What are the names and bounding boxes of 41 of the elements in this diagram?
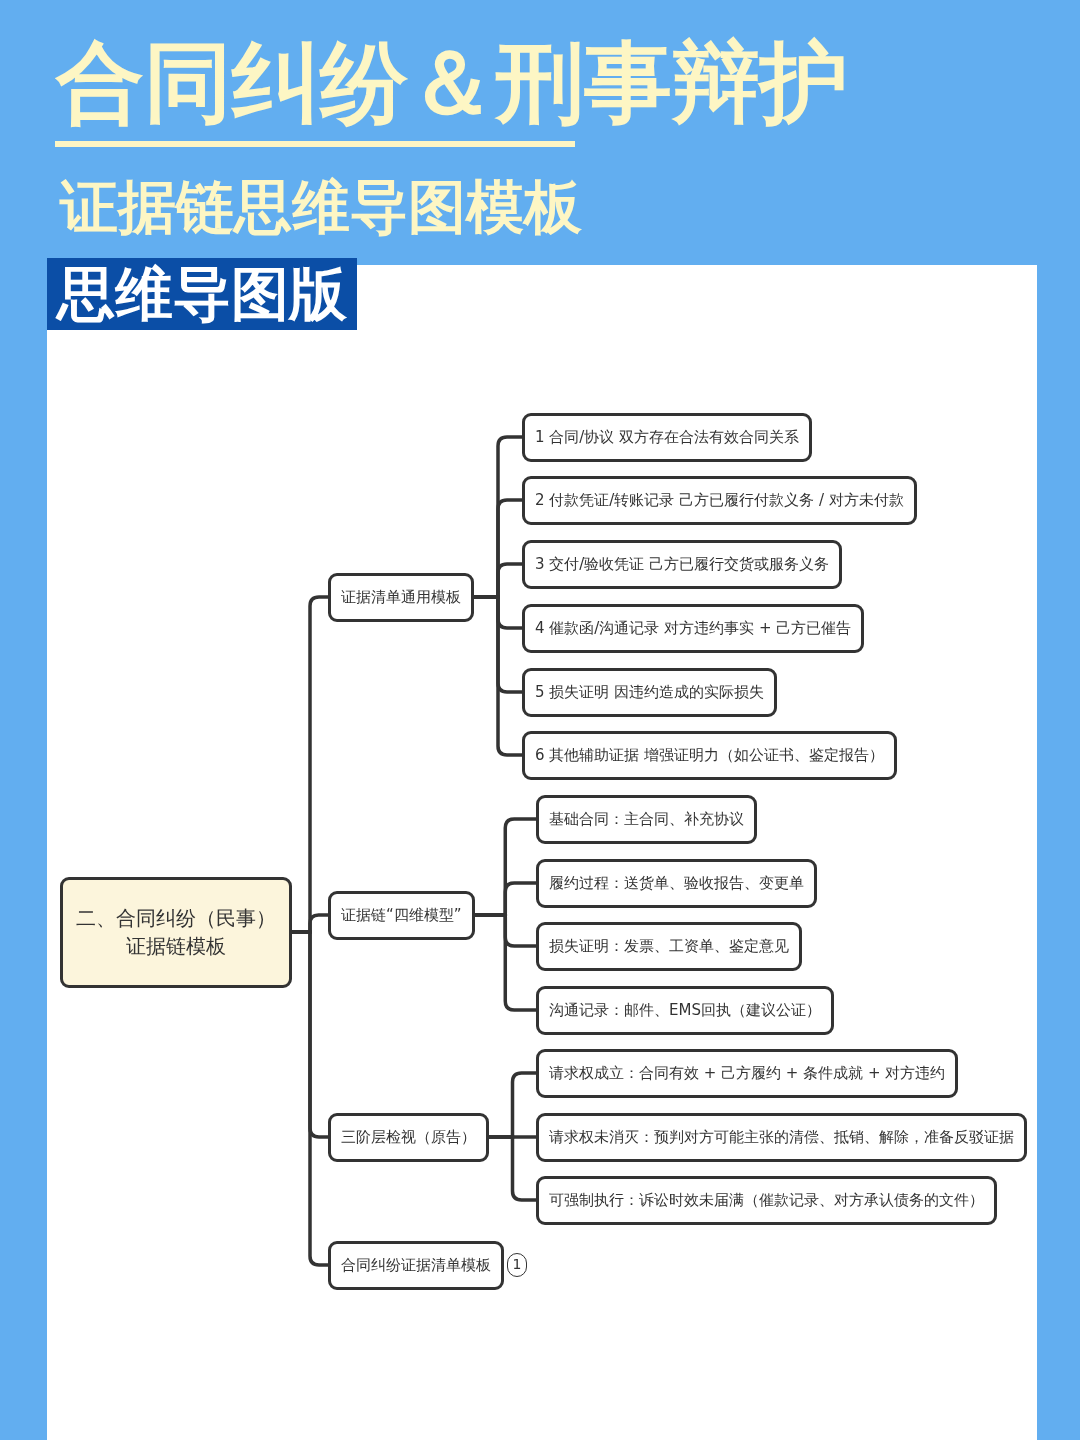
leaf-topic-box [522, 667, 778, 717]
leaf-topic-box [536, 921, 802, 971]
branch-topic-box [328, 1240, 504, 1290]
topic-text: 证据清单通用模板 [341, 586, 461, 608]
leaf-topic-box [536, 794, 757, 844]
subtitle: 证据链思维导图模板 [60, 172, 582, 243]
topic-text: 6 其他辅助证据 增强证明力（如公证书、鉴定报告） [535, 744, 885, 766]
topic-text: 3 交付/验收凭证 己方已履行交货或服务义务 [535, 553, 830, 575]
topic-text: 2 付款凭证/转账记录 己方已履行付款义务 / 对方未付款 [535, 489, 904, 511]
leaf-topic-box [522, 730, 898, 780]
leaf-topic-box [536, 985, 834, 1035]
topic-text: 三阶层检视（原告） [341, 1126, 476, 1148]
topic-text: 损失证明：发票、工资单、鉴定意见 [549, 935, 789, 957]
branch-topic-box [328, 572, 474, 622]
topic-text: 基础合同：主合同、补充协议 [549, 808, 744, 830]
topic-text: 1 合同/协议 双方存在合法有效合同关系 [535, 426, 800, 448]
leaf-topic-box [522, 539, 843, 589]
topic-text: 二、合同纠纷（民事）证据链模板 [75, 905, 277, 960]
topic-text: 沟通记录：邮件、EMS回执（建议公证） [549, 999, 821, 1021]
leaf-topic-box [522, 412, 813, 462]
root-topic-box [60, 876, 292, 988]
leaf-topic-box [536, 1175, 997, 1225]
topic-text: 履约过程：送货单、验收报告、变更单 [549, 872, 804, 894]
leaf-topic-box [522, 475, 917, 525]
topic-text: 请求权成立：合同有效 + 己方履约 + 条件成就 + 对方违约 [549, 1062, 946, 1084]
version-tag: 思维导图版 [47, 258, 357, 330]
leaf-topic-box [536, 1112, 1027, 1162]
branch-topic-box [328, 890, 475, 940]
leaf-topic-box [536, 858, 817, 908]
topic-text: 4 催款函/沟通记录 对方违约事实 + 己方已催告 [535, 617, 852, 639]
topic-text: 证据链“四维模型” [341, 904, 462, 926]
page-title: 合同纠纷＆刑事辩护 [56, 30, 848, 136]
topic-text: 5 损失证明 因违约造成的实际损失 [535, 681, 765, 703]
child-count: 1 [507, 1253, 527, 1277]
topic-text: 请求权未消灭：预判对方可能主张的清偿、抵销、解除，准备反驳证据 [549, 1126, 1014, 1148]
leaf-topic-box [536, 1048, 959, 1098]
branch-topic-box [328, 1112, 489, 1162]
topic-text: 合同纠纷证据清单模板 [341, 1254, 491, 1276]
leaf-topic-box [522, 603, 865, 653]
connector-line [474, 913, 536, 1012]
topic-text: 可强制执行：诉讼时效未届满（催款记录、对方承认债务的文件） [549, 1189, 984, 1211]
